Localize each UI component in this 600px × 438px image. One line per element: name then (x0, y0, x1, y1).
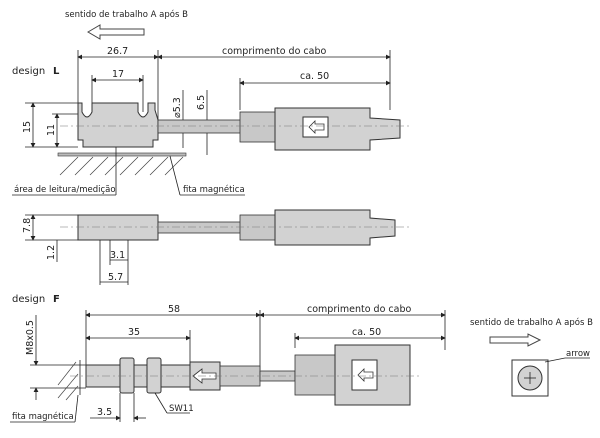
sensor-face-icon (511, 359, 549, 397)
dim-6-5: 6.5 (196, 95, 207, 110)
svg-text:design: design (12, 66, 45, 77)
dim-ca-50-f: ca. 50 (352, 327, 381, 338)
nut-size-label: SW11 (169, 404, 194, 414)
svg-text:design: design (12, 294, 45, 305)
design-f-title: design F (12, 294, 60, 305)
dim-5-7: 5.7 (108, 272, 123, 283)
label-magnetic-tape-l: fita magnética (183, 184, 245, 195)
label-reading-area: área de leitura/medição (14, 185, 116, 195)
direction-arrow-icon (87, 24, 145, 40)
dim-17: 17 (112, 69, 124, 80)
svg-text:L: L (53, 66, 60, 77)
dim-35: 35 (128, 327, 140, 338)
design-l-side-view: 7.8 1.2 3.1 5.7 (22, 209, 410, 285)
arrow-label: arrow (566, 349, 590, 359)
dim-11: 11 (46, 124, 57, 136)
dim-3-1: 3.1 (110, 250, 125, 261)
dim-3-5: 3.5 (97, 407, 112, 418)
dim-cable-length: comprimento do cabo (222, 46, 326, 57)
dim-1-2: 1.2 (46, 245, 57, 260)
svg-text:F: F (53, 294, 60, 305)
direction-arrow-right-icon (489, 333, 542, 347)
dim-diameter-5-3: ⌀5.3 (172, 97, 183, 118)
dim-26-7: 26.7 (107, 46, 128, 57)
design-f-dimensions: 58 comprimento do cabo 35 ca. 50 M8x0.5 (25, 304, 446, 400)
dim-58: 58 (168, 304, 180, 315)
dim-7-8: 7.8 (22, 218, 33, 233)
design-l-title: design L (12, 66, 60, 77)
direction-label-right: sentido de trabalho A após B (470, 317, 593, 328)
dim-15: 15 (22, 121, 33, 133)
direction-label: sentido de trabalho A após B (65, 9, 188, 20)
dim-ca-50: ca. 50 (300, 71, 329, 82)
dim-cable-length-f: comprimento do cabo (307, 304, 411, 315)
design-l-sensor (57, 102, 410, 176)
design-l-dimensions: 26.7 comprimento do cabo 17 ca. 50 15 11… (22, 46, 391, 155)
dim-m8: M8x0.5 (25, 320, 36, 355)
label-magnetic-tape-f: fita magnética (12, 411, 74, 422)
design-f-sensor (57, 344, 420, 406)
